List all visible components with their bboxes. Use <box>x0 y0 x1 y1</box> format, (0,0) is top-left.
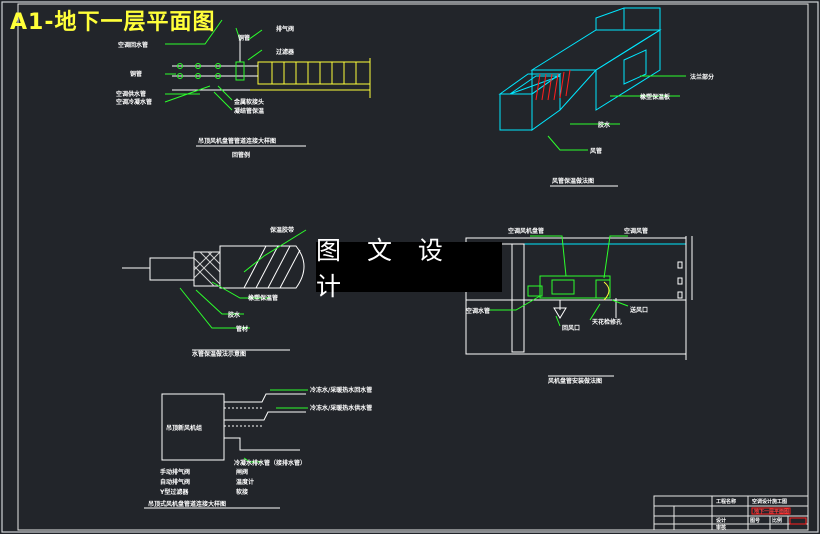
fcu-pipe-detail <box>164 19 371 147</box>
label-supply-pipe: 空调供水管 <box>116 90 146 98</box>
label-ahu-supply: 冷冻水/采暖热水供水管 <box>310 404 372 412</box>
label-condensate-pipe: 空调冷凝水管 <box>116 98 152 106</box>
tb-project-name: 空调设计施工图 <box>752 498 787 505</box>
label-water-pipe: 空调水管 <box>466 307 490 315</box>
legend-mark-1: 温度计 <box>236 478 254 486</box>
tb-scale: 比例 <box>772 517 782 524</box>
caption-ahu: 吊顶式风机盘管道连接大样图 <box>148 500 226 508</box>
label-air-duct: 空调风管 <box>624 227 648 235</box>
label-access-hatch: 天花检修孔 <box>592 318 622 326</box>
drawing-title: A1-地下一层平面图 <box>10 10 216 35</box>
legend-symbol-2: Y型过滤器 <box>159 488 189 496</box>
label-rubber-board: 橡塑保温板 <box>640 93 671 101</box>
tb-drawing-name: 地下一层平面图 <box>754 508 789 515</box>
duct-insulation-detail <box>498 7 686 151</box>
tb-reviewer: 审核 <box>716 524 726 531</box>
label-supply-diffuser: 送风口 <box>629 306 648 314</box>
duct-insulation-hatch <box>535 69 571 101</box>
label-pipe-material: 管材 <box>236 325 248 333</box>
ahu-pipe-detail <box>144 389 308 509</box>
fcu-install-detail <box>465 235 693 377</box>
label-flex-joint: 金属软接头 <box>233 98 264 106</box>
legend-symbol-0: 手动排气阀 <box>160 468 190 476</box>
label-flange: 法兰部分 <box>690 73 714 81</box>
subcaption-fcu-pipe: 回管例 <box>232 151 250 159</box>
title-block-grid <box>653 495 809 531</box>
caption-duct: 风管保温做法图 <box>552 177 594 185</box>
caption-fcu-install: 风机盘管安装做法图 <box>548 377 602 385</box>
title-block-red-stamp <box>789 517 807 525</box>
label-strainer: 过滤器 <box>276 48 295 56</box>
label-glue-duct: 胶水 <box>598 121 611 129</box>
watermark-banner: 图 文 设 计 <box>316 236 502 301</box>
label-duct: 风管 <box>590 147 602 155</box>
caption-pipe-insulation: 水管保温做法示意图 <box>192 350 246 358</box>
title-block-red-note <box>751 507 791 515</box>
label-fcu: 空调风机盘管 <box>508 227 544 235</box>
label-return-pipe: 空调回水管 <box>118 41 148 49</box>
legend-mark-2: 软接 <box>236 488 248 496</box>
label-insulation-tape: 保温胶带 <box>269 226 294 234</box>
label-copper-pipe-2: 铜管 <box>238 34 250 42</box>
legend-symbol-1: 自动排气阀 <box>160 478 190 486</box>
label-condensate-insulation: 凝结管保温 <box>234 107 264 115</box>
legend-mark-0: 闸阀 <box>236 468 248 476</box>
label-glue-pipe: 胶水 <box>228 311 241 319</box>
label-ahu-condensate: 冷凝水排水管（接排水管） <box>234 459 306 467</box>
tb-designer: 设计 <box>716 517 726 524</box>
tb-project-name-label: 工程名称 <box>716 498 736 505</box>
pipe-insulation-detail <box>122 229 307 351</box>
label-ahu-return: 冷冻水/采暖热水回水管 <box>310 386 372 394</box>
fcu-coil-box <box>257 61 371 85</box>
label-ahu: 吊顶新风机组 <box>166 424 202 432</box>
label-copper-pipe-1: 铜管 <box>130 70 142 78</box>
label-return-grille: 回风口 <box>562 324 580 332</box>
label-rubber-tube: 橡塑保温管 <box>248 294 278 302</box>
inner-frame <box>17 3 809 531</box>
caption-fcu-pipe: 吊顶风机盘管管道连接大样图 <box>198 137 276 145</box>
tb-drawing-no: 图号 <box>750 517 760 524</box>
label-air-vent: 排气阀 <box>276 25 294 33</box>
